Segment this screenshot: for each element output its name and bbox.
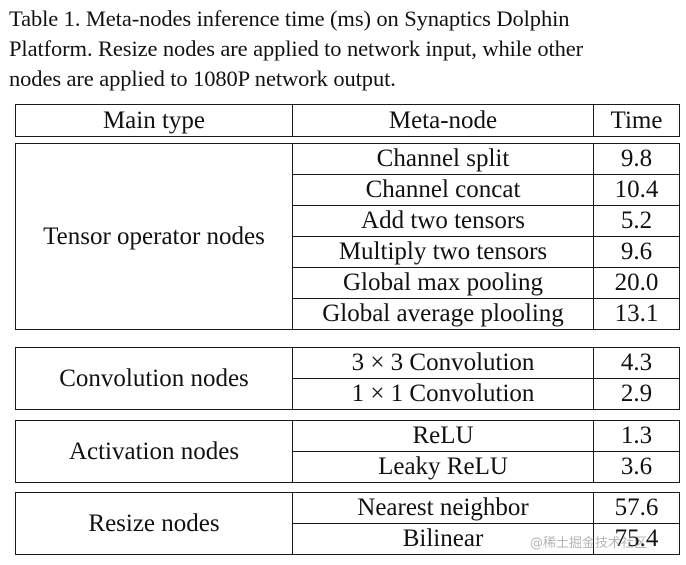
- table-row: Leaky ReLU 3.6: [16, 451, 680, 483]
- header-main-type: Main type: [15, 104, 293, 137]
- time-cell: 3.6: [593, 451, 680, 483]
- caption-line: nodes are applied to 1080P network outpu…: [9, 66, 396, 91]
- caption-line: Table 1. Meta-nodes inference time (ms) …: [9, 6, 570, 31]
- table-row: 1 × 1 Convolution 2.9: [16, 378, 680, 410]
- header-row: Main type Meta-node Time: [15, 104, 680, 137]
- table-row: Global average plooling 13.1: [16, 298, 680, 330]
- main-type-cell: Resize nodes: [15, 492, 293, 555]
- meta-node-cell: Bilinear: [292, 523, 594, 555]
- meta-node-cell: 3 × 3 Convolution: [292, 347, 594, 379]
- table-row: Channel concat 10.4: [16, 174, 680, 206]
- time-cell: 2.9: [593, 378, 680, 410]
- time-cell: 1.3: [593, 420, 680, 452]
- table-row: Activation nodes ReLU 1.3: [15, 420, 680, 483]
- caption-line: Platform. Resize nodes are applied to ne…: [9, 36, 584, 61]
- time-cell: 10.4: [593, 174, 680, 206]
- meta-node-cell: Multiply two tensors: [292, 236, 594, 268]
- time-cell: 75.4: [593, 523, 680, 555]
- group-convolution: Convolution nodes 3 × 3 Convolution 4.3 …: [15, 347, 680, 410]
- group-activation: Activation nodes ReLU 1.3 Leaky ReLU 3.6: [15, 420, 680, 483]
- meta-node-cell: Channel split: [292, 143, 594, 175]
- group-resize: Resize nodes Nearest neighbor 57.6 Bilin…: [15, 492, 680, 555]
- group-tensor-operator: Tensor operator nodes Channel split 9.8 …: [15, 143, 680, 330]
- main-type-cell: Tensor operator nodes: [15, 143, 293, 330]
- table-caption: Table 1. Meta-nodes inference time (ms) …: [9, 4, 681, 94]
- meta-node-cell: 1 × 1 Convolution: [292, 378, 594, 410]
- meta-node-cell: Channel concat: [292, 174, 594, 206]
- time-cell: 57.6: [593, 492, 680, 524]
- time-cell: 5.2: [593, 205, 680, 237]
- meta-node-cell: Add two tensors: [292, 205, 594, 237]
- meta-node-cell: Global average plooling: [292, 298, 594, 330]
- time-cell: 20.0: [593, 267, 680, 299]
- main-type-cell: Convolution nodes: [15, 347, 293, 410]
- table-row: Resize nodes Nearest neighbor 57.6: [15, 492, 680, 555]
- meta-node-cell: Leaky ReLU: [292, 451, 594, 483]
- time-cell: 9.8: [593, 143, 680, 175]
- table-row: Bilinear 75.4: [16, 523, 680, 555]
- meta-node-cell: ReLU: [292, 420, 594, 452]
- table-row: Tensor operator nodes Channel split 9.8: [15, 143, 680, 330]
- time-cell: 13.1: [593, 298, 680, 330]
- main-type-cell: Activation nodes: [15, 420, 293, 483]
- table-header: Main type Meta-node Time: [15, 104, 680, 137]
- meta-node-cell: Nearest neighbor: [292, 492, 594, 524]
- header-time: Time: [593, 104, 680, 137]
- time-cell: 9.6: [593, 236, 680, 268]
- header-meta-node: Meta-node: [292, 104, 594, 137]
- meta-node-cell: Global max pooling: [292, 267, 594, 299]
- time-cell: 4.3: [593, 347, 680, 379]
- watermark: @稀土掘金技术社区: [530, 536, 648, 551]
- table-row: Convolution nodes 3 × 3 Convolution 4.3: [15, 347, 680, 410]
